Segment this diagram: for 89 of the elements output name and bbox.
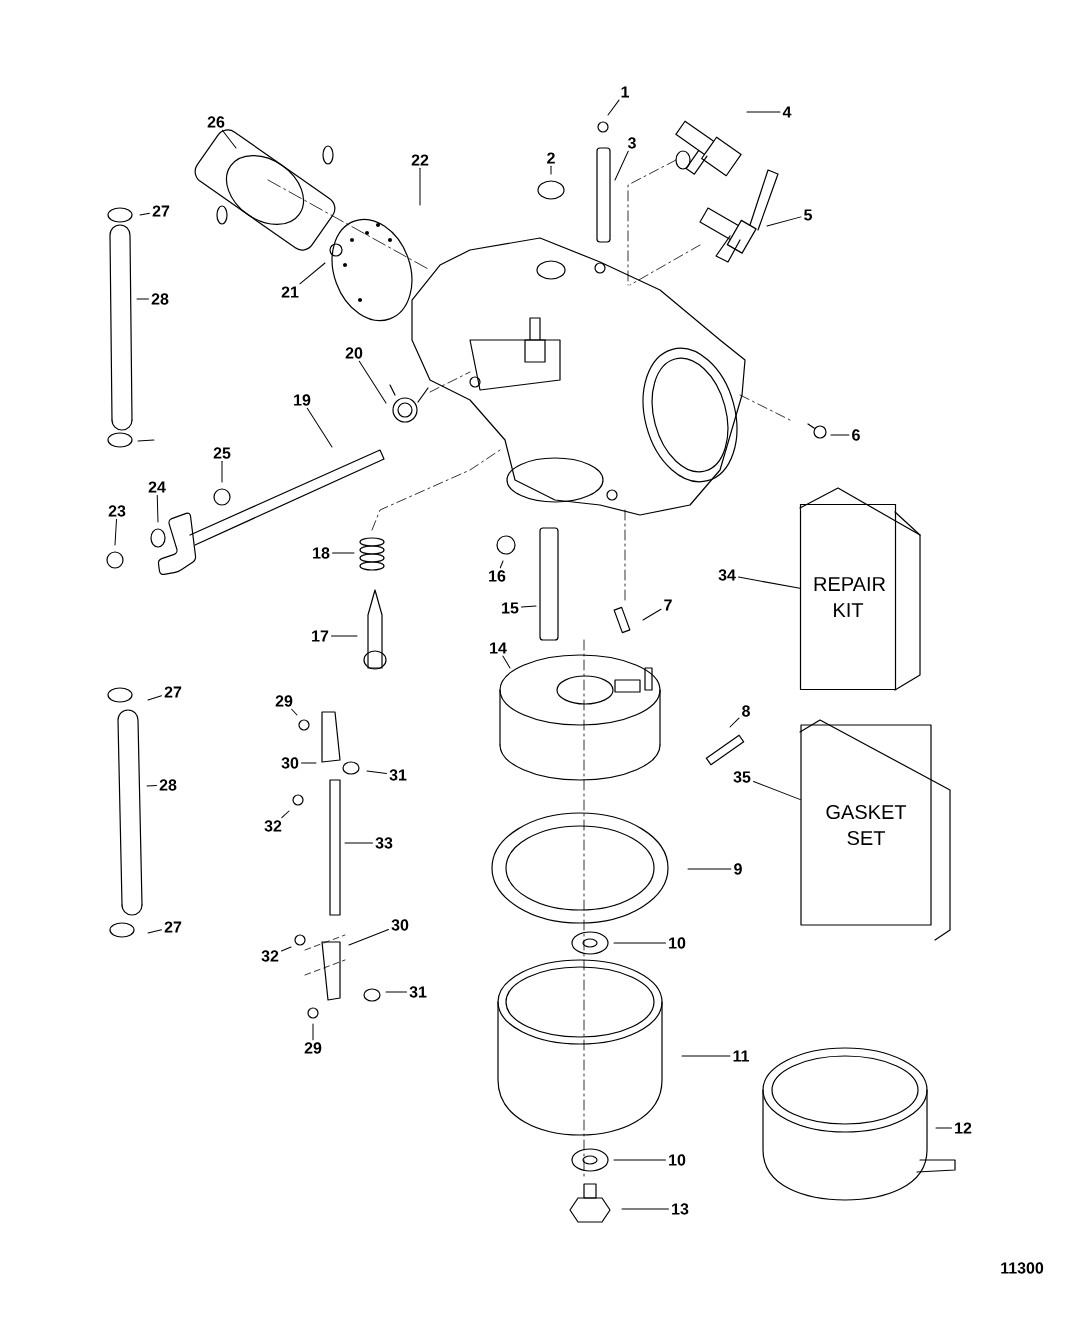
callout-number: 32 [264,820,282,832]
leader-line [830,434,850,436]
leader-line [621,1208,669,1210]
leader-line [521,605,537,608]
leader-line [331,635,358,637]
leader-line [746,111,781,113]
callout-number: 1 [621,86,629,98]
kit-box: GASKET SET [800,724,932,926]
figure-number: 11300 [1001,1262,1044,1274]
leader-line [306,407,333,448]
leader-line [147,695,162,701]
leader-line [299,262,326,285]
leader-line [729,717,740,728]
leader-line [348,929,389,946]
callout-number: 19 [294,394,311,406]
leader-line [291,708,298,716]
leader-line [366,770,387,774]
callout-number: 31 [409,986,427,998]
leader-line [681,1055,731,1057]
leader-line [935,1127,952,1129]
leader-line [613,1159,666,1161]
callout-number: 3 [627,137,636,149]
callout-number: 27 [152,205,170,217]
callout-number: 29 [275,695,293,707]
leader-line [301,762,317,764]
leader-line [139,212,150,216]
leader-line [312,1023,314,1041]
leader-line [146,785,157,787]
callout-number: 9 [734,863,742,875]
leader-line [281,810,290,819]
callout-number: 21 [281,286,299,298]
callout-number: 25 [213,447,231,459]
callout-number: 31 [389,769,407,781]
callout-number: 7 [664,599,672,611]
leader-line [221,460,223,483]
callout-number: 4 [782,106,792,118]
leader-line [147,929,162,934]
callout-number: 28 [151,293,169,305]
callout-number: 17 [312,630,329,642]
leader-line [613,942,666,944]
callout-number: 29 [304,1042,322,1054]
callout-number: 11 [733,1050,749,1062]
leader-line [344,842,373,844]
kit-box: REPAIR KIT [799,503,897,691]
callout-number: 5 [804,209,812,221]
callout-number: 33 [375,837,393,849]
leader-line [607,99,620,116]
callout-number: 10 [669,1154,686,1166]
leader-line [385,991,407,993]
callout-number: 23 [108,505,126,517]
leader-line [687,868,732,870]
callout-number: 28 [159,779,177,791]
callout-number: 10 [669,937,686,949]
leader-line [136,298,149,300]
callout-number: 15 [502,602,519,614]
leader-line [738,576,801,589]
leader-line [114,518,117,546]
callout-number: 30 [391,919,409,931]
callout-number: 26 [207,116,225,128]
callout-number: 27 [164,686,182,698]
callout-number: 24 [148,481,166,493]
callout-number: 2 [547,152,555,164]
callout-number: 8 [742,705,750,717]
leader-line [614,150,629,181]
callout-number: 30 [281,757,299,769]
callout-number: 35 [733,771,751,783]
callout-number: 12 [955,1122,972,1134]
callout-number: 22 [411,154,429,166]
callout-number: 18 [313,547,330,559]
leader-line [221,129,237,149]
leader-line [156,494,159,523]
callout-number: 20 [345,347,363,359]
leader-line [753,780,801,801]
leader-line [502,655,511,669]
leader-line [766,216,802,227]
callout-number: 14 [490,642,507,654]
callout-number: 32 [261,950,279,962]
callout-number: 34 [718,569,736,581]
leader-line [499,560,504,569]
callout-number: 27 [164,921,182,933]
leader-line [419,167,421,206]
leader-line [642,608,662,621]
callout-number: 6 [852,429,860,441]
callout-number: 16 [489,570,506,582]
leader-line [281,946,292,952]
leader-line [332,552,355,554]
leader-line [550,165,552,175]
leader-line [358,360,387,404]
callout-number: 13 [672,1203,689,1215]
